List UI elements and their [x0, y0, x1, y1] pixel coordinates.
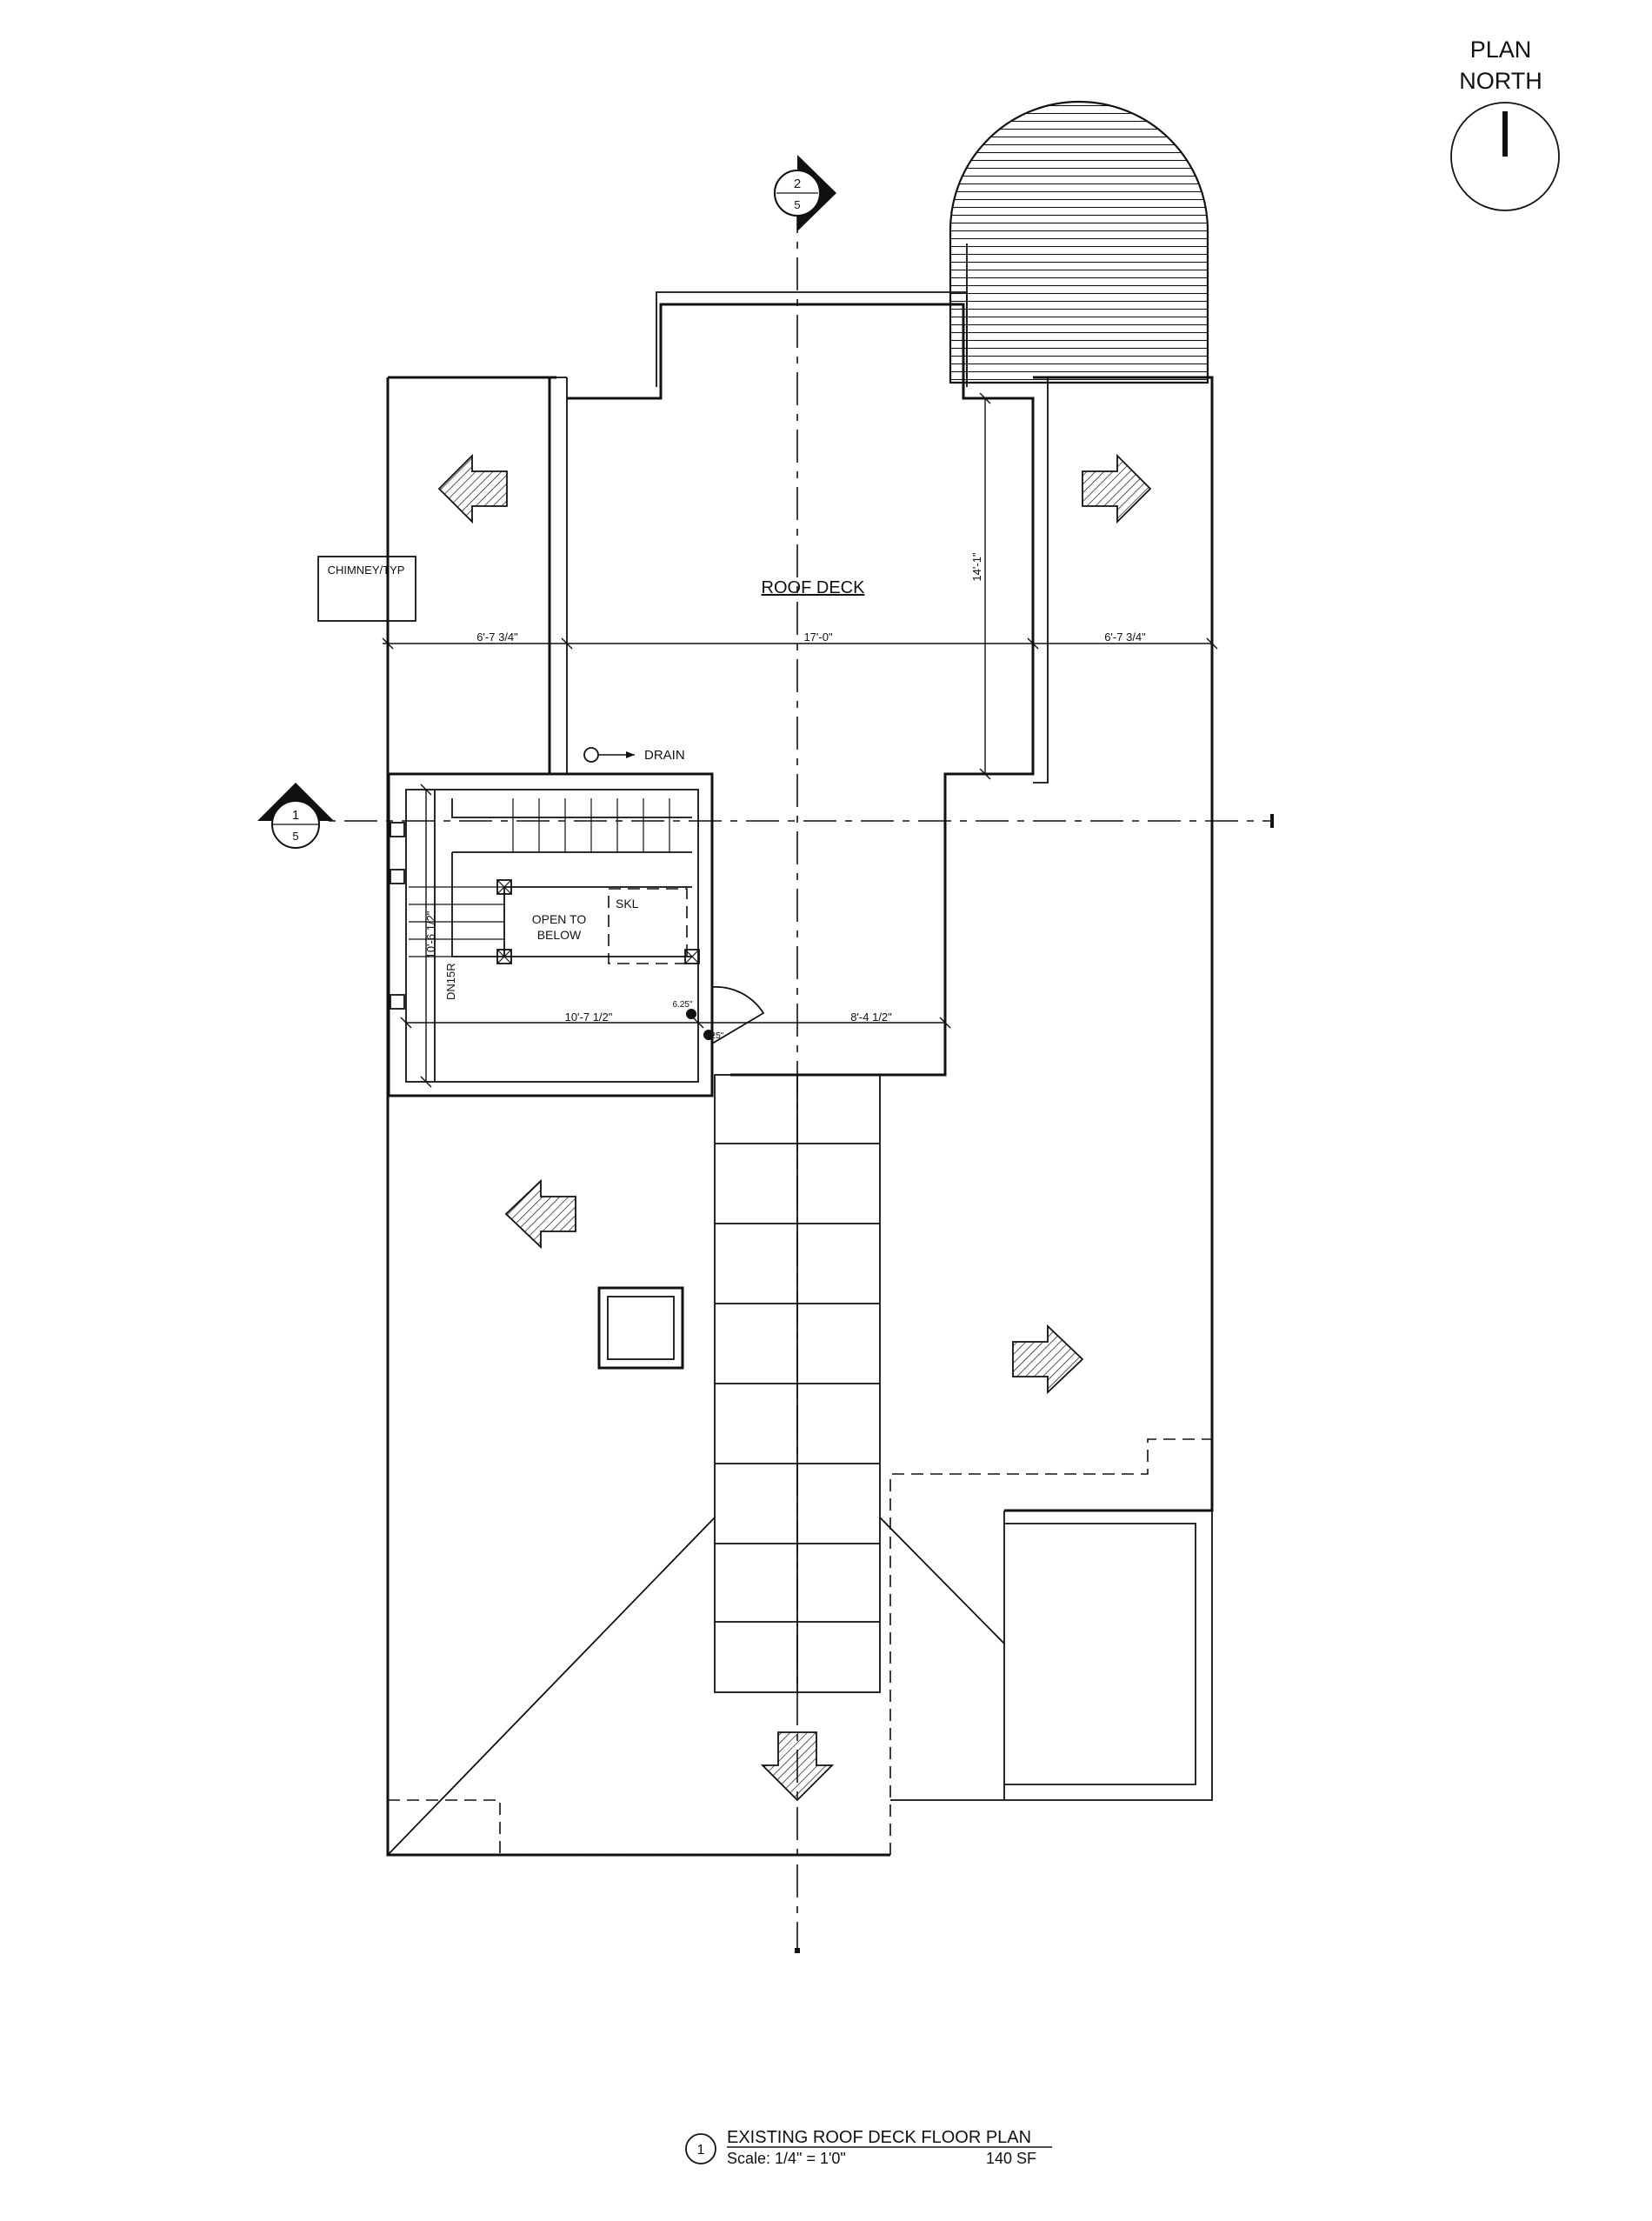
roof-deck: ROOF DECK: [548, 291, 1049, 1077]
north-arrow-label-plan: PLAN: [1470, 37, 1532, 63]
slope-arrow-w: [504, 1178, 576, 1250]
north-arrow: PLAN NORTH: [1450, 37, 1560, 211]
title-number-circle: [685, 2133, 716, 2164]
slope-arrow-ne: [1082, 453, 1152, 524]
dim-deck-width: 17'-0": [803, 630, 833, 644]
dim-deck-depth: 14'-1": [970, 552, 983, 582]
dimension-lines: [382, 392, 1218, 1088]
slope-arrow-e: [1012, 1324, 1084, 1395]
dim-stair-to-wall: 8'-4 1/2": [850, 1010, 892, 1024]
slope-arrow-nw: [437, 453, 508, 524]
dim-left-width: 6'-7 3/4": [476, 630, 518, 644]
drain: DRAIN: [583, 747, 685, 763]
north-arrow-label-north: NORTH: [1459, 68, 1542, 94]
section-marker-top: 2 5: [774, 155, 836, 231]
dim-door-small-2: 25": [711, 1031, 724, 1041]
roof-outline: [386, 376, 1214, 1857]
dim-right-width: 6'-7 3/4": [1104, 630, 1146, 644]
dim-stair-width: 10'-7 1/2": [565, 1010, 613, 1024]
stair-skylight: [608, 888, 688, 964]
stair-note: DN15R: [444, 963, 457, 1000]
skylight-label: SKL: [616, 897, 639, 910]
dim-door-small-1: 6.25": [672, 1000, 692, 1010]
chimney: CHIMNEY/TYP: [317, 556, 416, 622]
roof-skylight: [597, 1286, 684, 1370]
chimney-label: CHIMNEY/TYP: [328, 564, 405, 577]
title-area: 140 SF: [986, 2150, 1036, 2167]
awning: [949, 100, 1209, 384]
dim-stair-height: 10'-6 1/2": [424, 910, 437, 958]
roof-deck-label: ROOF DECK: [762, 578, 866, 597]
north-arrow-circle: [1450, 102, 1560, 211]
drain-label: DRAIN: [644, 748, 685, 763]
open-below-label-2: BELOW: [537, 928, 582, 942]
drain-icon: [583, 747, 599, 763]
section-top-sheet: 5: [794, 198, 800, 211]
title-number: 1: [697, 2143, 705, 2158]
section-left-sheet: 5: [292, 830, 298, 843]
title-text: EXISTING ROOF DECK FLOOR PLAN: [727, 2128, 1031, 2147]
section-top-number: 2: [794, 177, 801, 191]
section-left-number: 1: [292, 808, 299, 823]
open-below-label-1: OPEN TO: [532, 912, 587, 926]
stair-enclosure: OPEN TO BELOW SKL DN15R: [387, 772, 765, 1097]
title-scale: Scale: 1/4" = 1'0": [727, 2150, 846, 2167]
section-marker-left: 1 5: [257, 783, 334, 849]
title-block: 1 EXISTING ROOF DECK FLOOR PLAN Scale: 1…: [685, 2128, 1052, 2167]
